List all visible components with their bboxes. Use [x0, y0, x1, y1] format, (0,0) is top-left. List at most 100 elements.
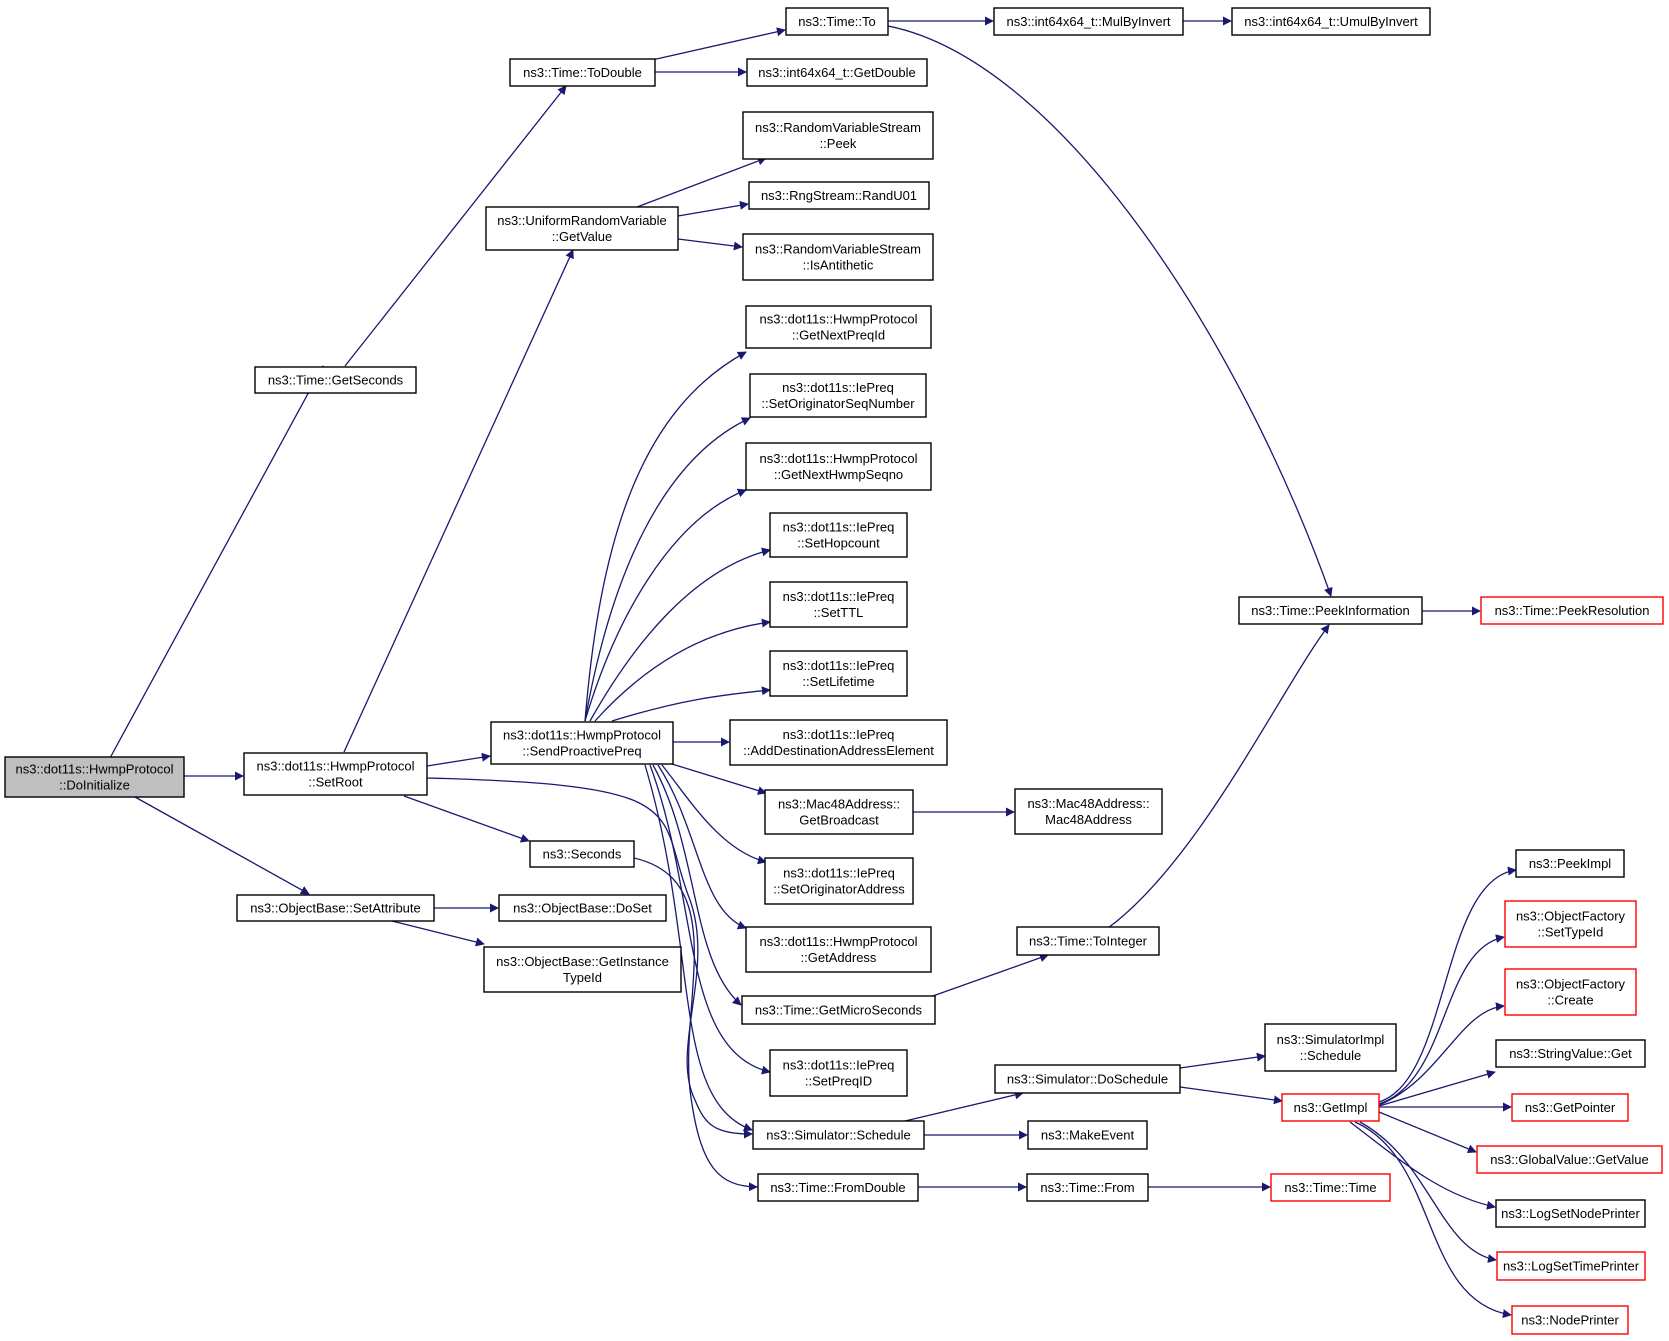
node-box	[1027, 1120, 1148, 1150]
node-label: Mac48Address	[1045, 812, 1132, 827]
node-box	[1476, 1145, 1663, 1174]
node-todouble[interactable]: ns3::Time::ToDouble	[509, 58, 656, 87]
edge-simschedule-to-doschedule	[904, 1090, 1024, 1122]
edge-arrow	[1107, 624, 1330, 929]
node-doset[interactable]: ns3::ObjectBase::DoSet	[498, 894, 667, 922]
node-getbroadcast[interactable]: ns3::Mac48Address::GetBroadcast	[764, 789, 914, 835]
node-mulbyinvert[interactable]: ns3::int64x64_t::MulByInvert	[993, 7, 1184, 36]
node-getpointer[interactable]: ns3::GetPointer	[1511, 1093, 1629, 1122]
node-tointeger[interactable]: ns3::Time::ToInteger	[1016, 926, 1160, 956]
node-seconds[interactable]: ns3::Seconds	[529, 840, 635, 868]
node-globalget[interactable]: ns3::GlobalValue::GetValue	[1476, 1145, 1663, 1174]
node-implschedule[interactable]: ns3::SimulatorImpl::Schedule	[1264, 1023, 1397, 1072]
node-label: ns3::NodePrinter	[1521, 1313, 1619, 1328]
edge-arrow	[109, 365, 324, 759]
node-logtime[interactable]: ns3::LogSetTimePrinter	[1496, 1251, 1646, 1281]
node-getaddress[interactable]: ns3::dot11s::HwmpProtocol::GetAddress	[745, 926, 932, 973]
node-label: ::Create	[1547, 993, 1593, 1008]
node-label: ns3::dot11s::HwmpProtocol	[257, 759, 415, 774]
node-box	[1504, 900, 1637, 948]
node-label: ns3::LogSetNodePrinter	[1501, 1206, 1640, 1221]
edge-arrow	[584, 488, 747, 722]
node-fromdouble[interactable]: ns3::Time::FromDouble	[757, 1173, 919, 1202]
node-box	[1270, 1173, 1391, 1202]
edge-getimpl-to-lognode	[1349, 1121, 1496, 1210]
node-box	[1014, 788, 1163, 835]
node-setattribute[interactable]: ns3::ObjectBase::SetAttribute	[236, 894, 435, 922]
node-nextpreqid[interactable]: ns3::dot11s::HwmpProtocol::GetNextPreqId	[745, 305, 932, 349]
edge-arrow	[1179, 1052, 1266, 1069]
node-peekres[interactable]: ns3::Time::PeekResolution	[1480, 596, 1664, 625]
node-box	[1504, 968, 1637, 1016]
node-box	[742, 111, 934, 160]
node-timefrom[interactable]: ns3::Time::From	[1026, 1173, 1149, 1202]
node-getmicro[interactable]: ns3::Time::GetMicroSeconds	[741, 995, 936, 1025]
node-makeevent[interactable]: ns3::MakeEvent	[1027, 1120, 1148, 1150]
edge-arrow	[657, 764, 747, 930]
node-label: ns3::int64x64_t::GetDouble	[758, 65, 916, 80]
edge-arrow	[134, 796, 310, 895]
edge-setroot-to-uniform	[343, 249, 574, 753]
node-uniform[interactable]: ns3::UniformRandomVariable::GetValue	[485, 206, 679, 251]
node-setlifetime[interactable]: ns3::dot11s::IePreq::SetLifetime	[769, 650, 908, 697]
node-timeto[interactable]: ns3::Time::To	[785, 7, 889, 36]
node-getdouble[interactable]: ns3::int64x64_t::GetDouble	[746, 58, 928, 87]
node-mac48[interactable]: ns3::Mac48Address::Mac48Address	[1014, 788, 1163, 835]
edge-setroot-to-simschedule	[426, 777, 753, 1139]
node-isanti[interactable]: ns3::RandomVariableStream::IsAntithetic	[742, 233, 934, 281]
node-box	[745, 305, 932, 349]
node-setpreqid[interactable]: ns3::dot11s::IePreq::SetPreqID	[769, 1049, 908, 1097]
node-getseconds[interactable]: ns3::Time::GetSeconds	[254, 366, 417, 394]
node-box	[729, 719, 948, 766]
node-label: ns3::Time::Time	[1284, 1180, 1376, 1195]
node-nodeprinter[interactable]: ns3::NodePrinter	[1511, 1305, 1629, 1335]
node-peekimpl[interactable]: ns3::PeekImpl	[1515, 849, 1625, 878]
edge-getimpl-to-globalget	[1378, 1111, 1477, 1154]
node-setorigseq[interactable]: ns3::dot11s::IePreq::SetOriginatorSeqNum…	[749, 373, 927, 418]
edge-timeto-to-peekinfo	[887, 25, 1333, 597]
node-peekinfo[interactable]: ns3::Time::PeekInformation	[1238, 596, 1423, 625]
node-settypeid[interactable]: ns3::ObjectFactory::SetTypeId	[1504, 900, 1637, 948]
node-nexthwmpseq[interactable]: ns3::dot11s::HwmpProtocol::GetNextHwmpSe…	[745, 442, 932, 491]
node-box	[1238, 596, 1423, 625]
edge-arrow	[391, 920, 485, 947]
edge-todouble-to-timeto	[651, 27, 786, 61]
node-sendpreq[interactable]: ns3::dot11s::HwmpProtocol::SendProactive…	[490, 721, 674, 765]
edge-setattribute-to-getinstancetype	[391, 920, 485, 947]
node-doinit[interactable]: ns3::dot11s::HwmpProtocol::DoInitialize	[4, 756, 185, 798]
node-label: ns3::dot11s::IePreq	[782, 380, 894, 395]
node-label: ns3::ObjectBase::SetAttribute	[250, 901, 421, 916]
node-box	[1016, 926, 1160, 956]
node-setttl[interactable]: ns3::dot11s::IePreq::SetTTL	[769, 581, 908, 628]
edge-setroot-to-sendpreq	[426, 752, 491, 767]
node-label: ns3::Time::From	[1040, 1180, 1134, 1195]
node-label: ::DoInitialize	[59, 778, 130, 793]
edge-arrow	[1359, 1121, 1497, 1263]
node-doschedule[interactable]: ns3::Simulator::DoSchedule	[994, 1064, 1181, 1094]
node-getimpl[interactable]: ns3::GetImpl	[1281, 1093, 1380, 1122]
node-box	[236, 894, 435, 922]
node-stringget[interactable]: ns3::StringValue::Get	[1495, 1039, 1646, 1068]
node-setorigaddr[interactable]: ns3::dot11s::IePreq::SetOriginatorAddres…	[764, 857, 914, 905]
node-box	[1495, 1199, 1646, 1228]
edge-sendpreq-to-simschedule	[644, 764, 753, 1132]
node-setroot[interactable]: ns3::dot11s::HwmpProtocol::SetRoot	[243, 752, 428, 796]
edge-doschedule-to-getimpl	[1179, 1086, 1283, 1105]
node-simschedule[interactable]: ns3::Simulator::Schedule	[752, 1120, 925, 1150]
node-adddest[interactable]: ns3::dot11s::IePreq::AddDestinationAddre…	[729, 719, 948, 766]
edge-sendpreq-to-nexthwmpseq	[584, 488, 747, 722]
node-sethopcount[interactable]: ns3::dot11s::IePreq::SetHopcount	[769, 512, 908, 558]
edge-uniform-to-peek	[636, 156, 767, 208]
node-label: ns3::GetImpl	[1294, 1100, 1368, 1115]
node-umulbyinvert[interactable]: ns3::int64x64_t::UmulByInvert	[1231, 7, 1431, 36]
node-label: ns3::int64x64_t::UmulByInvert	[1244, 14, 1418, 29]
node-create[interactable]: ns3::ObjectFactory::Create	[1504, 968, 1637, 1016]
node-randu01[interactable]: ns3::RngStream::RandU01	[748, 181, 930, 210]
node-lognode[interactable]: ns3::LogSetNodePrinter	[1495, 1199, 1646, 1228]
node-label: ns3::PeekImpl	[1529, 856, 1611, 871]
edge-sendpreq-to-getaddress	[657, 764, 747, 930]
edge-sendpreq-to-getmicro	[652, 764, 742, 1006]
node-peek[interactable]: ns3::RandomVariableStream::Peek	[742, 111, 934, 160]
node-timetime[interactable]: ns3::Time::Time	[1270, 1173, 1391, 1202]
